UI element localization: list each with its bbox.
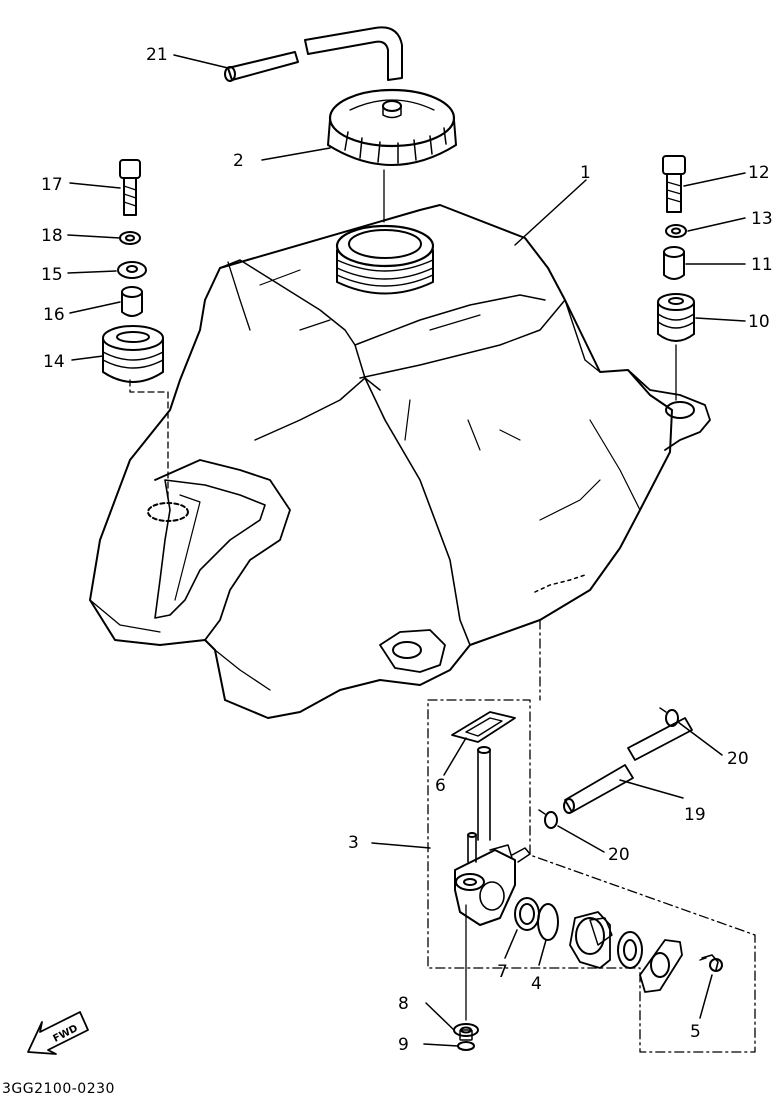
callout-8: 8 [398, 994, 409, 1014]
callout-6: 6 [435, 776, 446, 796]
callout-9: 9 [398, 1035, 409, 1055]
fwd-arrow-icon [27, 1011, 89, 1055]
callout-5: 5 [690, 1022, 701, 1042]
fuel-hose [563, 717, 693, 814]
callout-4: 4 [531, 974, 542, 994]
callout-13: 13 [751, 209, 773, 229]
breather-hose [224, 26, 403, 82]
callout-1: 1 [580, 163, 591, 183]
callout-14: 14 [43, 352, 65, 372]
callout-18: 18 [41, 226, 63, 246]
fuel-tank [89, 204, 711, 719]
callout-3: 3 [348, 833, 359, 853]
callout-7: 7 [497, 962, 508, 982]
callout-12: 12 [748, 163, 770, 183]
callout-10: 10 [748, 312, 770, 332]
leader-lines [67, 54, 746, 1047]
fuel-cock-assembly [427, 619, 756, 1053]
hose-clip-upper [659, 707, 679, 727]
callout-20-lower: 20 [608, 845, 630, 865]
callout-2: 2 [233, 151, 244, 171]
callout-21: 21 [146, 45, 168, 65]
callout-16: 16 [43, 305, 65, 325]
callout-19: 19 [684, 805, 706, 825]
callout-17: 17 [41, 175, 63, 195]
callout-11: 11 [751, 255, 773, 275]
filler-cap [327, 88, 457, 223]
figure-code: 3GG2100-0230 [2, 1081, 115, 1097]
callout-15: 15 [41, 265, 63, 285]
hose-clip-lower [538, 809, 558, 829]
left-mount-hardware [102, 159, 169, 501]
right-mount-hardware [657, 155, 695, 401]
callout-20-upper: 20 [727, 749, 749, 769]
